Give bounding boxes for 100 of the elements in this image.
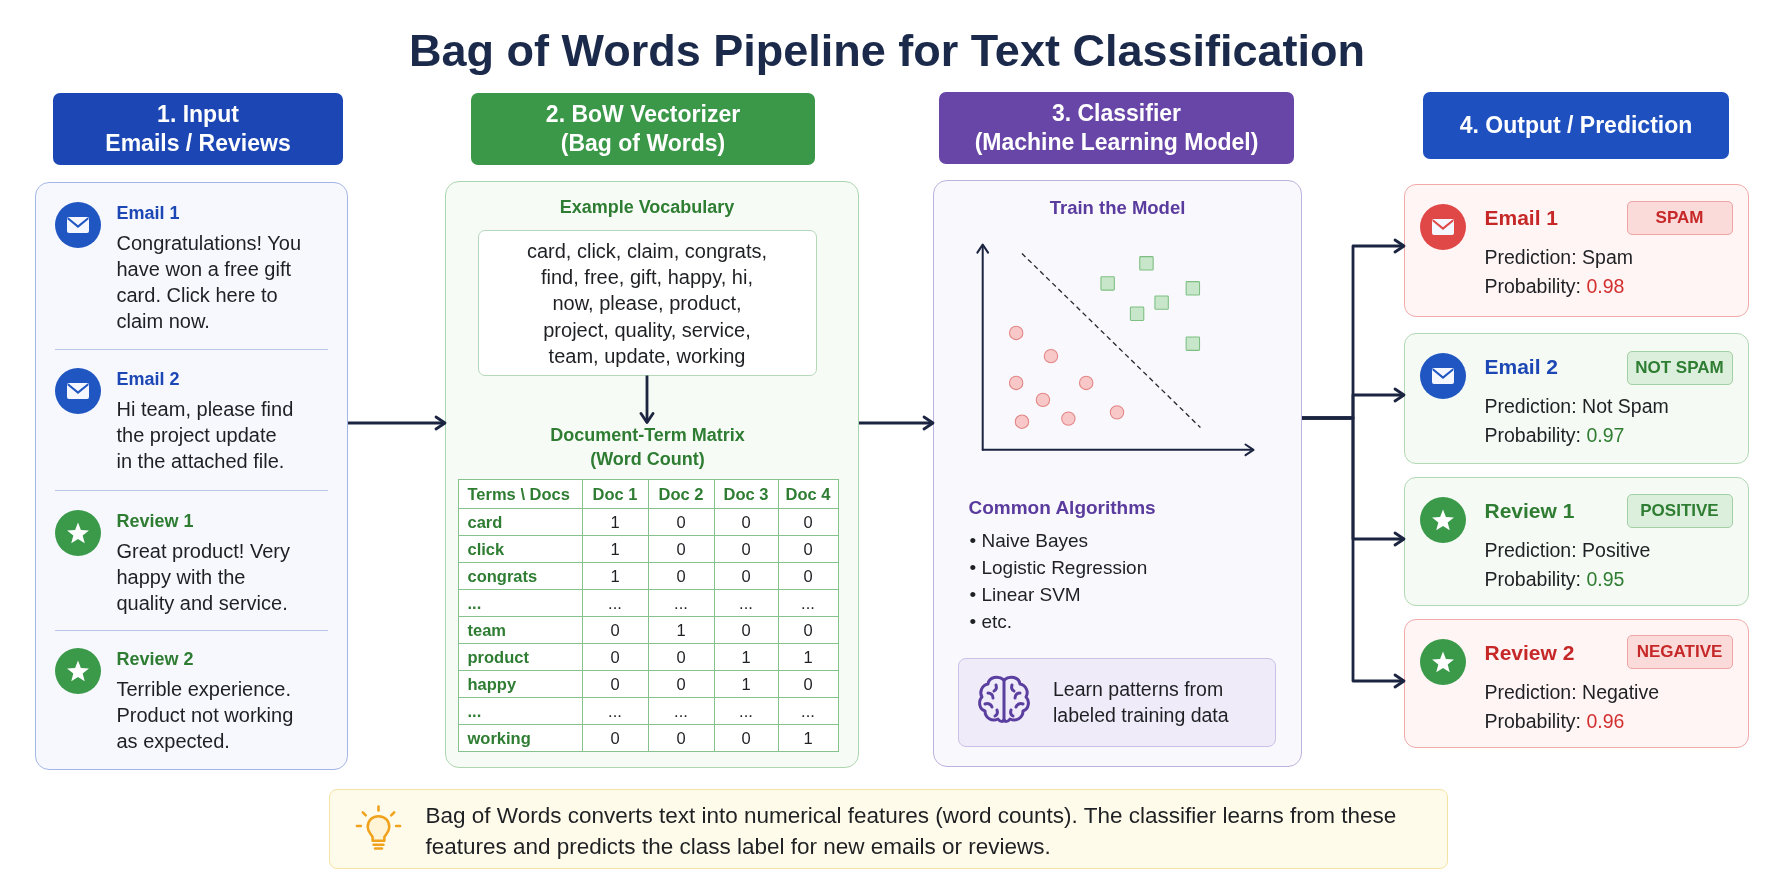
message-title: Review 1: [116, 509, 194, 532]
prediction-card: [1404, 619, 1749, 748]
count-cell: ...: [778, 589, 838, 616]
count-cell: 0: [778, 535, 838, 562]
section-heading: Example Vocabulary: [559, 195, 735, 218]
step-header: [939, 92, 1294, 164]
term-cell: click: [458, 535, 582, 562]
term-cell: working: [458, 724, 582, 751]
message-title: Email 2: [116, 367, 180, 390]
count-cell: 0: [714, 562, 778, 589]
step-header: [1423, 92, 1729, 159]
arrow: [348, 415, 447, 431]
prediction-text: Prediction: Positive: [1484, 537, 1651, 563]
prediction-card: [1404, 184, 1749, 317]
prediction-card: [1404, 477, 1749, 606]
count-cell: 0: [778, 562, 838, 589]
count-cell: 0: [778, 616, 838, 643]
tip-panel: [329, 789, 1448, 869]
count-cell: 1: [714, 643, 778, 670]
count-cell: ...: [714, 589, 778, 616]
header-cell: Doc 1: [582, 479, 648, 508]
step-title: 4. Output / Prediction: [1459, 111, 1693, 140]
step-header: [53, 93, 343, 165]
count-cell: 0: [714, 508, 778, 535]
header-cell: Doc 4: [778, 479, 838, 508]
step-title: 3. Classifier: [1051, 99, 1182, 128]
section-heading: Common Algorithms: [968, 496, 1156, 519]
vocabulary-list: card, click, claim, congrats, find, free, gift, happy, hi, now, please, product, project, quality, service, team, update, working: [477, 229, 817, 376]
classifier-panel: [933, 180, 1302, 767]
count-cell: 0: [648, 724, 714, 751]
section-heading: Document-Term Matrix (Word Count): [549, 423, 746, 471]
diagram-title: Bag of Words Pipeline for Text Classification: [409, 24, 1365, 78]
count-cell: 0: [714, 535, 778, 562]
count-cell: 0: [648, 535, 714, 562]
prediction-text: Prediction: Not Spam: [1484, 393, 1669, 419]
list-item: • Naive Bayes: [969, 528, 1089, 553]
probability-text: Probability: 0.95: [1484, 566, 1625, 592]
count-cell: 1: [714, 670, 778, 697]
header-cell: Terms \ Docs: [458, 479, 582, 508]
list-item: • etc.: [969, 609, 1013, 634]
count-cell: 1: [778, 724, 838, 751]
count-cell: ...: [714, 697, 778, 724]
count-cell: 0: [582, 643, 648, 670]
message-text: Congratulations! You have won a free gift card. Click here to claim now.: [116, 230, 303, 334]
step-title: 1. Input: [157, 100, 239, 129]
count-cell: 0: [582, 670, 648, 697]
count-cell: 1: [582, 508, 648, 535]
count-cell: 0: [648, 508, 714, 535]
message-title: Email 1: [116, 201, 180, 224]
step-header: [471, 93, 815, 165]
count-cell: 0: [582, 616, 648, 643]
count-cell: 0: [582, 724, 648, 751]
message-title: Review 2: [116, 647, 194, 670]
count-cell: 0: [714, 616, 778, 643]
note-text: Learn patterns from labeled training data: [1053, 677, 1230, 728]
count-cell: 0: [778, 670, 838, 697]
term-cell: product: [458, 643, 582, 670]
section-heading: Train the Model: [1049, 196, 1186, 219]
prediction-text: Prediction: Negative: [1484, 679, 1659, 705]
prediction-badge: NEGATIVE: [1626, 634, 1733, 669]
probability-text: Probability: 0.96: [1484, 708, 1625, 734]
input-panel: [35, 182, 348, 770]
card-title: Review 2: [1484, 641, 1575, 664]
message-text: Hi team, please find the project update in the attached file.: [116, 396, 295, 474]
count-cell: ...: [648, 697, 714, 724]
count-cell: 0: [648, 562, 714, 589]
count-cell: 0: [778, 508, 838, 535]
step-title: 2. BoW Vectorizer: [545, 100, 741, 129]
term-cell: team: [458, 616, 582, 643]
count-cell: ...: [582, 589, 648, 616]
count-cell: 1: [582, 535, 648, 562]
prediction-badge: POSITIVE: [1626, 493, 1733, 528]
step-subtitle: (Machine Learning Model): [974, 128, 1259, 157]
count-cell: 1: [778, 643, 838, 670]
card-title: Email 1: [1484, 206, 1559, 229]
vectorizer-panel: [445, 181, 859, 768]
arrow: [639, 375, 655, 424]
message-text: Great product! Very happy with the quality and service.: [116, 538, 291, 616]
count-cell: ...: [582, 697, 648, 724]
card-title: Review 1: [1484, 499, 1575, 522]
prediction-badge: SPAM: [1626, 200, 1733, 235]
term-cell: ...: [458, 697, 582, 724]
list-item: • Logistic Regression: [969, 555, 1148, 580]
list-item: • Linear SVM: [969, 582, 1081, 607]
count-cell: ...: [778, 697, 838, 724]
term-cell: ...: [458, 589, 582, 616]
prediction-text: Prediction: Spam: [1484, 244, 1633, 270]
card-title: Email 2: [1484, 355, 1559, 378]
arrow: [859, 415, 935, 431]
header-cell: Doc 2: [648, 479, 714, 508]
count-cell: 1: [582, 562, 648, 589]
message-text: Terrible experience. Product not working as expected.: [116, 676, 295, 754]
term-cell: happy: [458, 670, 582, 697]
count-cell: 0: [714, 724, 778, 751]
learning-note-panel: [957, 657, 1276, 747]
step-subtitle: (Bag of Words): [560, 129, 726, 158]
term-cell: card: [458, 508, 582, 535]
prediction-badge: NOT SPAM: [1626, 350, 1733, 385]
count-cell: 1: [648, 616, 714, 643]
count-cell: 0: [648, 670, 714, 697]
